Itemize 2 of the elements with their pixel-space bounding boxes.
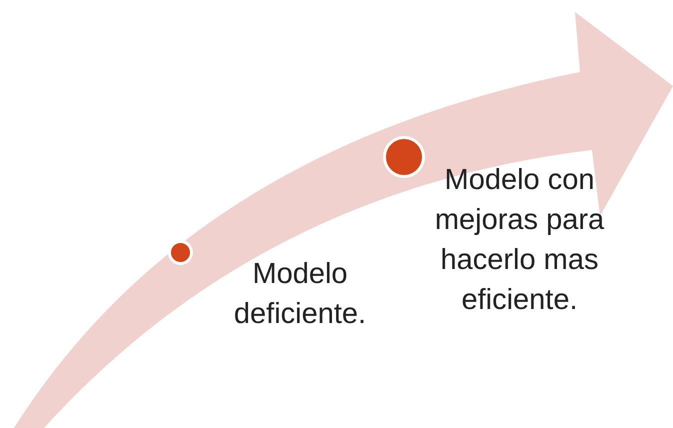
step-label: Modelo deficiente. bbox=[232, 257, 368, 332]
step-label: Modelo con mejoras para hacerlo mas eficiente. bbox=[434, 163, 606, 318]
